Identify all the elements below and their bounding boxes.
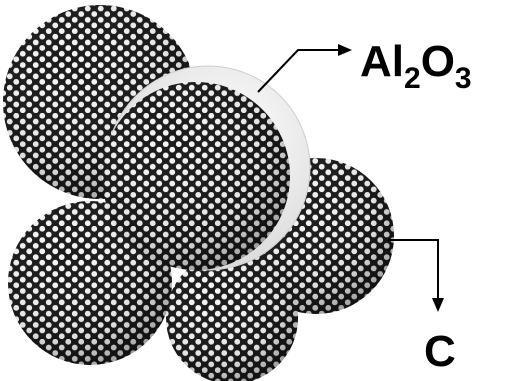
shell-label-base: Al [360,37,404,86]
arrow-alumina [257,44,352,93]
carbon-sphere-bottom-center [166,252,298,381]
shell-label-sub1: 2 [404,62,421,95]
arrow-carbon [388,239,444,312]
shell-label-sub2: 3 [455,62,472,95]
shell-label-mid: O [421,37,455,86]
coated-sphere-center [102,65,311,271]
shell-label: Al2O3 [360,37,472,95]
core-label: C [424,327,456,376]
